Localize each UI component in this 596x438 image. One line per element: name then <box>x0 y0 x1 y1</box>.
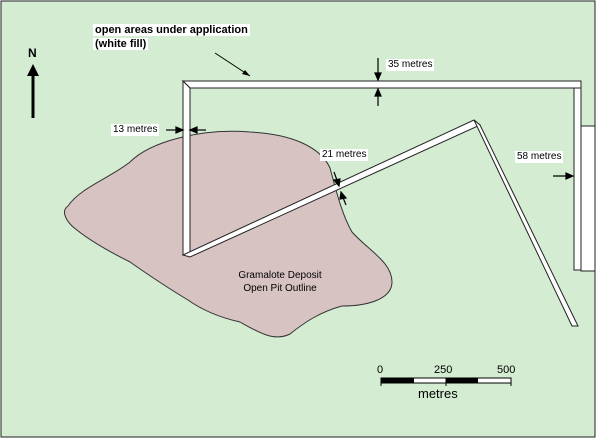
open-areas <box>181 79 596 327</box>
scale-tick-500: 500 <box>497 364 516 376</box>
legend-line-2: (white fill) <box>93 38 149 50</box>
legend-pointer <box>214 52 251 77</box>
deposit-label-line-1: Gramalote Deposit <box>238 270 322 281</box>
deposit-label-line-2: Open Pit Outline <box>243 283 317 294</box>
open-area-diagonal-down <box>473 119 579 327</box>
open-area-right-strip <box>573 87 582 271</box>
scale-tick-0: 0 <box>377 364 384 376</box>
width-35-arrows <box>374 58 382 106</box>
legend-line-1: open areas under application <box>93 24 250 36</box>
width-21-arrows <box>332 171 348 206</box>
open-area-top-strip <box>181 80 582 89</box>
north-arrow <box>27 64 39 118</box>
width-label-58: 58 metres <box>515 151 564 163</box>
open-area-right-block <box>580 125 596 272</box>
scale-bar <box>380 377 512 386</box>
open-area-left-strip <box>182 79 191 256</box>
north-label: N <box>28 46 37 60</box>
width-label-21: 21 metres <box>320 149 369 161</box>
width-58-arrows <box>553 172 575 180</box>
width-13-arrows <box>166 126 206 134</box>
width-label-13: 13 metres <box>111 124 160 136</box>
scale-unit: metres <box>418 386 458 401</box>
scale-tick-250: 250 <box>434 364 453 376</box>
width-label-35: 35 metres <box>386 59 435 71</box>
